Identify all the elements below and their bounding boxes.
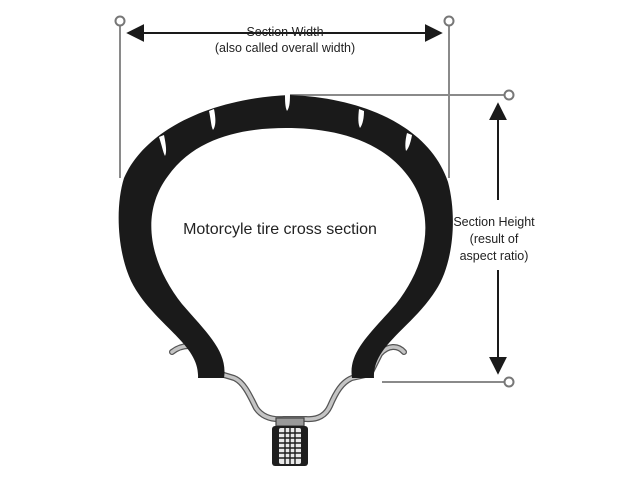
- height-bottom-endpoint-circle: [503, 376, 515, 388]
- tread-groove: [159, 135, 167, 156]
- tread-groove: [358, 109, 364, 128]
- section-width-title: Section Width: [246, 25, 324, 39]
- diagram-title: Motorcyle tire cross section: [183, 221, 377, 238]
- width-left-endpoint-circle: [114, 15, 126, 27]
- tread-groove: [285, 92, 290, 111]
- tread-groove: [209, 109, 216, 130]
- valve-threads: [279, 428, 301, 464]
- tread-grooves: [159, 92, 412, 156]
- section-width-note: (also called overall width): [214, 41, 356, 55]
- valve-stem: [272, 417, 308, 466]
- section-width-dimension: [114, 15, 455, 178]
- section-height-note-line-1: (result of: [469, 232, 519, 246]
- valve-base: [275, 417, 305, 427]
- section-height-dimension: [288, 89, 515, 388]
- section-width-label: Section Width (also called overall width…: [200, 24, 370, 56]
- section-height-note-line-2: aspect ratio): [459, 249, 529, 263]
- height-top-endpoint-circle: [503, 89, 515, 101]
- section-height-title: Section Height: [453, 215, 535, 229]
- section-height-label: Section Height (result of aspect ratio): [438, 214, 550, 265]
- tread-groove: [405, 133, 412, 151]
- tire-cross-section: [118, 92, 453, 378]
- width-right-endpoint-circle: [443, 15, 455, 27]
